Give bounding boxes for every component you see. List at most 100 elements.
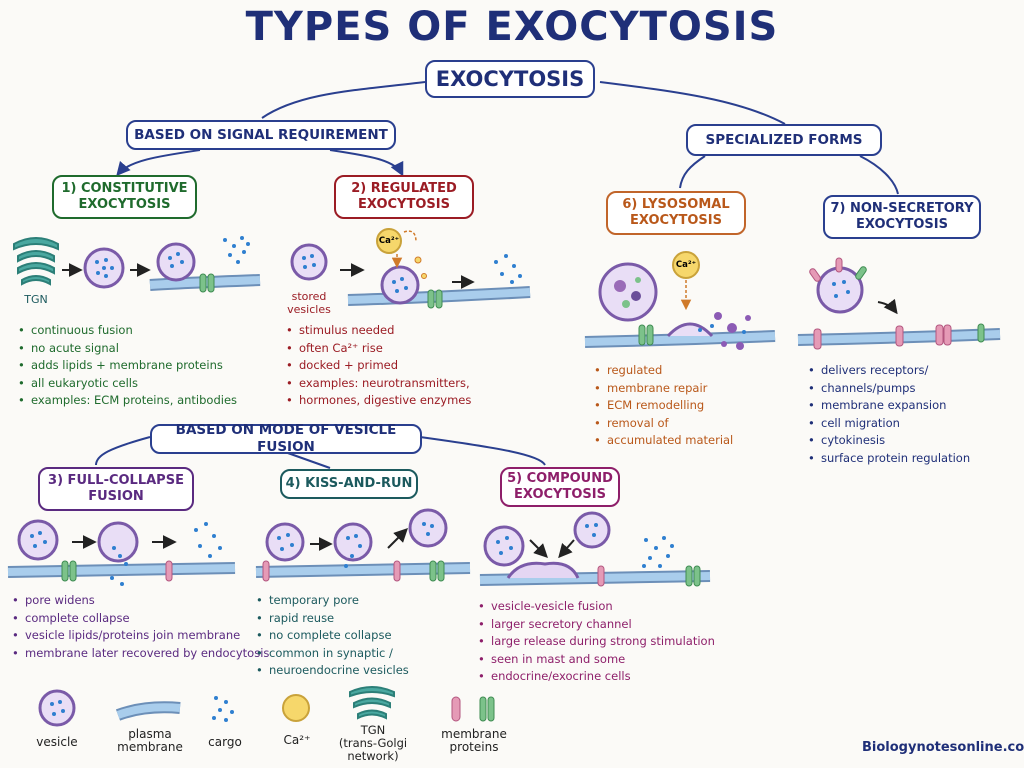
type7-points: delivers receptors/ channels/pumps membr… — [808, 362, 970, 467]
legend-membrane: plasma membrane — [112, 728, 188, 754]
list-item: removal of — [594, 415, 733, 433]
type4-title: 4) KISS-AND-RUN — [285, 475, 413, 491]
legend-proteins-line1: membrane — [441, 727, 507, 741]
lysosomal-illustration — [584, 251, 776, 350]
list-item: continuous fusion — [18, 322, 237, 340]
root-box: EXOCYTOSIS — [425, 60, 595, 98]
list-item: regulated — [594, 362, 733, 380]
list-item: seen in mast and some — [478, 651, 715, 669]
type4-points: temporary pore rapid reuse no complete c… — [256, 592, 409, 680]
list-item: neuroendocrine vesicles — [256, 662, 409, 680]
type2-points: stimulus needed often Ca²⁺ rise docked +… — [286, 322, 471, 410]
page-title: TYPES OF EXOCYTOSIS — [245, 4, 779, 50]
type1-title2: EXOCYTOSIS — [78, 197, 171, 212]
list-item: examples: neurotransmitters, — [286, 375, 471, 393]
full-collapse-illustration — [7, 519, 236, 586]
regulated-illustration — [290, 228, 531, 309]
protein-green-icon — [479, 696, 487, 722]
list-item: endocrine/exocrine cells — [478, 668, 715, 686]
list-item: membrane expansion — [808, 397, 970, 415]
type5-title2: EXOCYTOSIS — [514, 487, 606, 502]
kiss-and-run-illustration — [255, 508, 471, 582]
type7-title2: EXOCYTOSIS — [856, 217, 948, 232]
signal-group-label: BASED ON SIGNAL REQUIREMENT — [134, 126, 388, 143]
tgn-icon — [13, 237, 59, 286]
list-item: rapid reuse — [256, 610, 409, 628]
fusion-group-label: BASED ON MODE OF VESICLE FUSION — [175, 422, 397, 455]
vesicle-icon — [38, 689, 76, 727]
list-item: large release during strong stimulation — [478, 633, 715, 651]
special-group-label: SPECIALIZED FORMS — [705, 131, 863, 148]
type6-title1: 6) LYSOSOMAL — [622, 196, 730, 212]
list-item: vesicle-vesicle fusion — [478, 598, 715, 616]
list-item: cytokinesis — [808, 432, 970, 450]
legend-proteins: membrane proteins — [436, 728, 512, 754]
list-item: common in synaptic / — [256, 645, 409, 663]
type5-points: vesicle-vesicle fusion larger secretory … — [478, 598, 715, 686]
constitutive-illustration — [13, 236, 261, 293]
tree-connectors — [95, 81, 899, 469]
special-group-box: SPECIALIZED FORMS — [686, 124, 882, 156]
footer-site: Biologynotesonline.com — [862, 740, 1024, 755]
legend-calcium: Ca²⁺ — [283, 733, 311, 747]
legend-membrane-line2: membrane — [117, 740, 183, 754]
vesicles-label: vesicles — [287, 303, 331, 316]
legend-tgn-line1: TGN — [360, 723, 386, 737]
list-item: delivers receptors/ — [808, 362, 970, 380]
tgn-label: TGN — [24, 293, 48, 306]
non-secretory-illustration — [797, 257, 1001, 350]
signal-group-box: BASED ON SIGNAL REQUIREMENT — [126, 120, 396, 150]
type2-title2: EXOCYTOSIS — [358, 197, 450, 212]
list-item: examples: ECM proteins, antibodies — [18, 392, 237, 410]
list-item: cell migration — [808, 415, 970, 433]
type1-title1: 1) CONSTITUTIVE — [61, 180, 188, 196]
list-item: temporary pore — [256, 592, 409, 610]
legend-proteins-line2: proteins — [449, 740, 499, 754]
legend-tgn: TGN (trans-Golgi network) — [338, 724, 408, 763]
legend-icons — [38, 686, 495, 727]
legend-cargo: cargo — [208, 735, 242, 749]
list-item: membrane repair — [594, 380, 733, 398]
calcium-label-regulated: Ca²⁺ — [378, 236, 400, 246]
list-item: larger secretory channel — [478, 616, 715, 634]
compound-illustration — [479, 511, 711, 587]
root-label: EXOCYTOSIS — [435, 66, 585, 91]
type6-title2: EXOCYTOSIS — [630, 213, 722, 228]
legend-vesicle: vesicle — [36, 735, 78, 749]
type3-title1: 3) FULL-COLLAPSE — [48, 472, 184, 488]
list-item: no complete collapse — [256, 627, 409, 645]
legend-membrane-line1: plasma — [128, 727, 172, 741]
legend-tgn-line3: network) — [347, 749, 399, 763]
legend-tgn-line2: (trans-Golgi — [338, 736, 408, 750]
list-item: accumulated material — [594, 432, 733, 450]
type2-title1: 2) REGULATED — [351, 180, 457, 196]
calcium-label-lysosomal: Ca²⁺ — [675, 260, 697, 270]
list-item: often Ca²⁺ rise — [286, 340, 471, 358]
type3-points: pore widens complete collapse vesicle li… — [12, 592, 269, 662]
stored-label: stored — [291, 290, 327, 303]
fusion-group-box: BASED ON MODE OF VESICLE FUSION — [150, 422, 422, 455]
list-item: complete collapse — [12, 610, 269, 628]
protein-pink-icon — [451, 696, 461, 722]
list-item: pore widens — [12, 592, 269, 610]
list-item: stimulus needed — [286, 322, 471, 340]
type7-title1: 7) NON-SECRETORY — [830, 200, 974, 216]
list-item: adds lipids + membrane proteins — [18, 357, 237, 375]
list-item: hormones, digestive enzymes — [286, 392, 471, 410]
type3-title2: FUSION — [88, 489, 144, 504]
stored-vesicles-label: stored vesicles — [284, 290, 334, 316]
type5-title1: 5) COMPOUND — [507, 470, 613, 486]
list-item: docked + primed — [286, 357, 471, 375]
list-item: vesicle lipids/proteins join membrane — [12, 627, 269, 645]
type4-box: 4) KISS-AND-RUN — [280, 469, 418, 499]
calcium-icon — [282, 694, 310, 722]
type6-points: regulated membrane repair ECM remodellin… — [594, 362, 733, 450]
list-item: channels/pumps — [808, 380, 970, 398]
list-item: all eukaryotic cells — [18, 375, 237, 393]
